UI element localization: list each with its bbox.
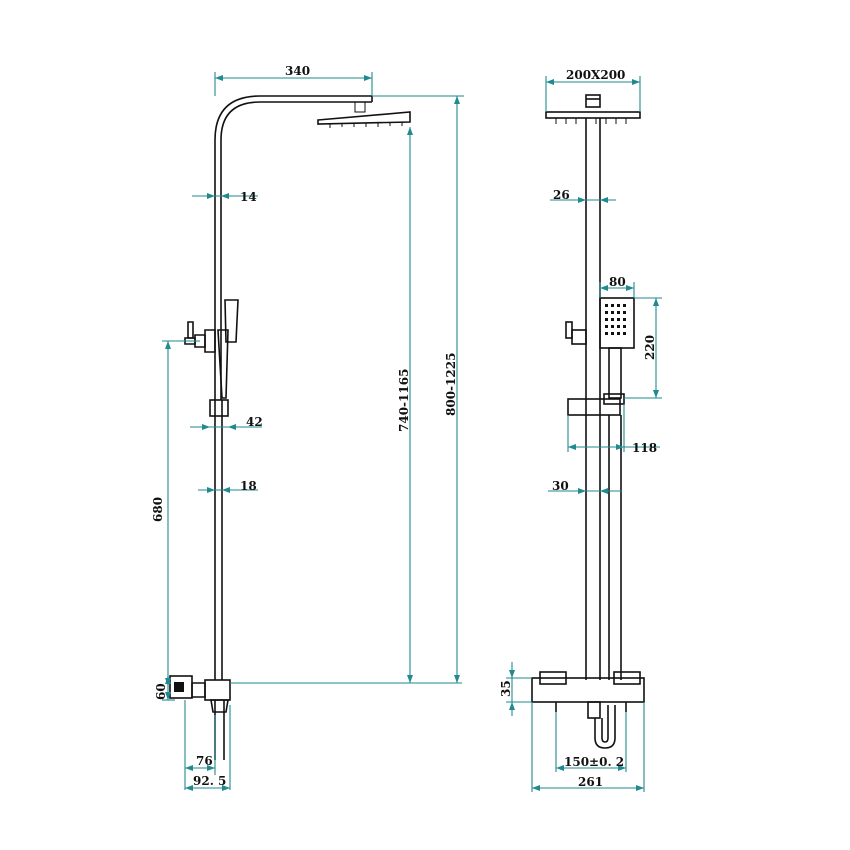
side-shower-head	[317, 111, 411, 125]
dim-total-height: 800-1225	[444, 353, 458, 416]
dim-slider-width: 118	[632, 441, 657, 455]
side-upper-pipe	[214, 95, 372, 400]
dim-arm-length: 340	[285, 64, 310, 78]
dim-holder: 42	[246, 415, 263, 429]
side-hand-shower	[224, 299, 239, 343]
dim-inlet-spacing: 150±0. 2	[564, 755, 624, 769]
dim-hand-width: 80	[609, 275, 626, 289]
dim-front-pipe-upper: 26	[553, 188, 570, 202]
side-slider	[209, 399, 229, 417]
dim-wall-offset: 92. 5	[193, 774, 226, 788]
dim-inlet-offset: 76	[196, 754, 213, 768]
side-wall-plate	[169, 675, 193, 699]
dim-valve-size: 60	[154, 683, 168, 700]
side-upper-pipe-inner	[220, 101, 372, 400]
front-slider	[567, 398, 621, 416]
front-view: 200X200 26 80 220 118 30	[499, 68, 662, 792]
front-holder-knob	[571, 329, 587, 345]
front-hand-nozzles	[605, 304, 626, 335]
side-head-nozzles	[329, 122, 403, 128]
dim-head-size: 200X200	[566, 68, 625, 82]
dim-mixer-height: 35	[499, 680, 513, 697]
front-shower-head	[545, 111, 641, 119]
dim-pipe-upper: 14	[240, 190, 257, 204]
dim-holder-height: 680	[151, 497, 165, 522]
dim-pipe-lower: 18	[240, 479, 257, 493]
side-handle	[187, 321, 194, 339]
front-mixer-bar	[531, 677, 645, 703]
dim-front-pipe-lower: 30	[552, 479, 569, 493]
front-head-nozzles	[555, 118, 627, 124]
front-inlet-pipe	[594, 705, 616, 749]
side-hand-holder	[204, 329, 216, 353]
dim-hand-height: 220	[643, 335, 657, 360]
dim-head-height: 740-1165	[397, 369, 411, 432]
side-valve-body	[204, 679, 231, 701]
front-mixer-knob-left	[539, 671, 567, 685]
front-hand-handle	[608, 347, 622, 399]
side-head-connector	[354, 101, 366, 113]
dim-mixer-width: 261	[578, 775, 603, 789]
front-mixer-knob-right	[613, 671, 641, 685]
front-mixer-outlet	[587, 701, 601, 719]
side-view: 340 14 42 18 680 740-1165 800-1225	[151, 64, 464, 791]
front-head-connector	[585, 94, 601, 108]
side-inlet-pipe	[214, 700, 225, 760]
